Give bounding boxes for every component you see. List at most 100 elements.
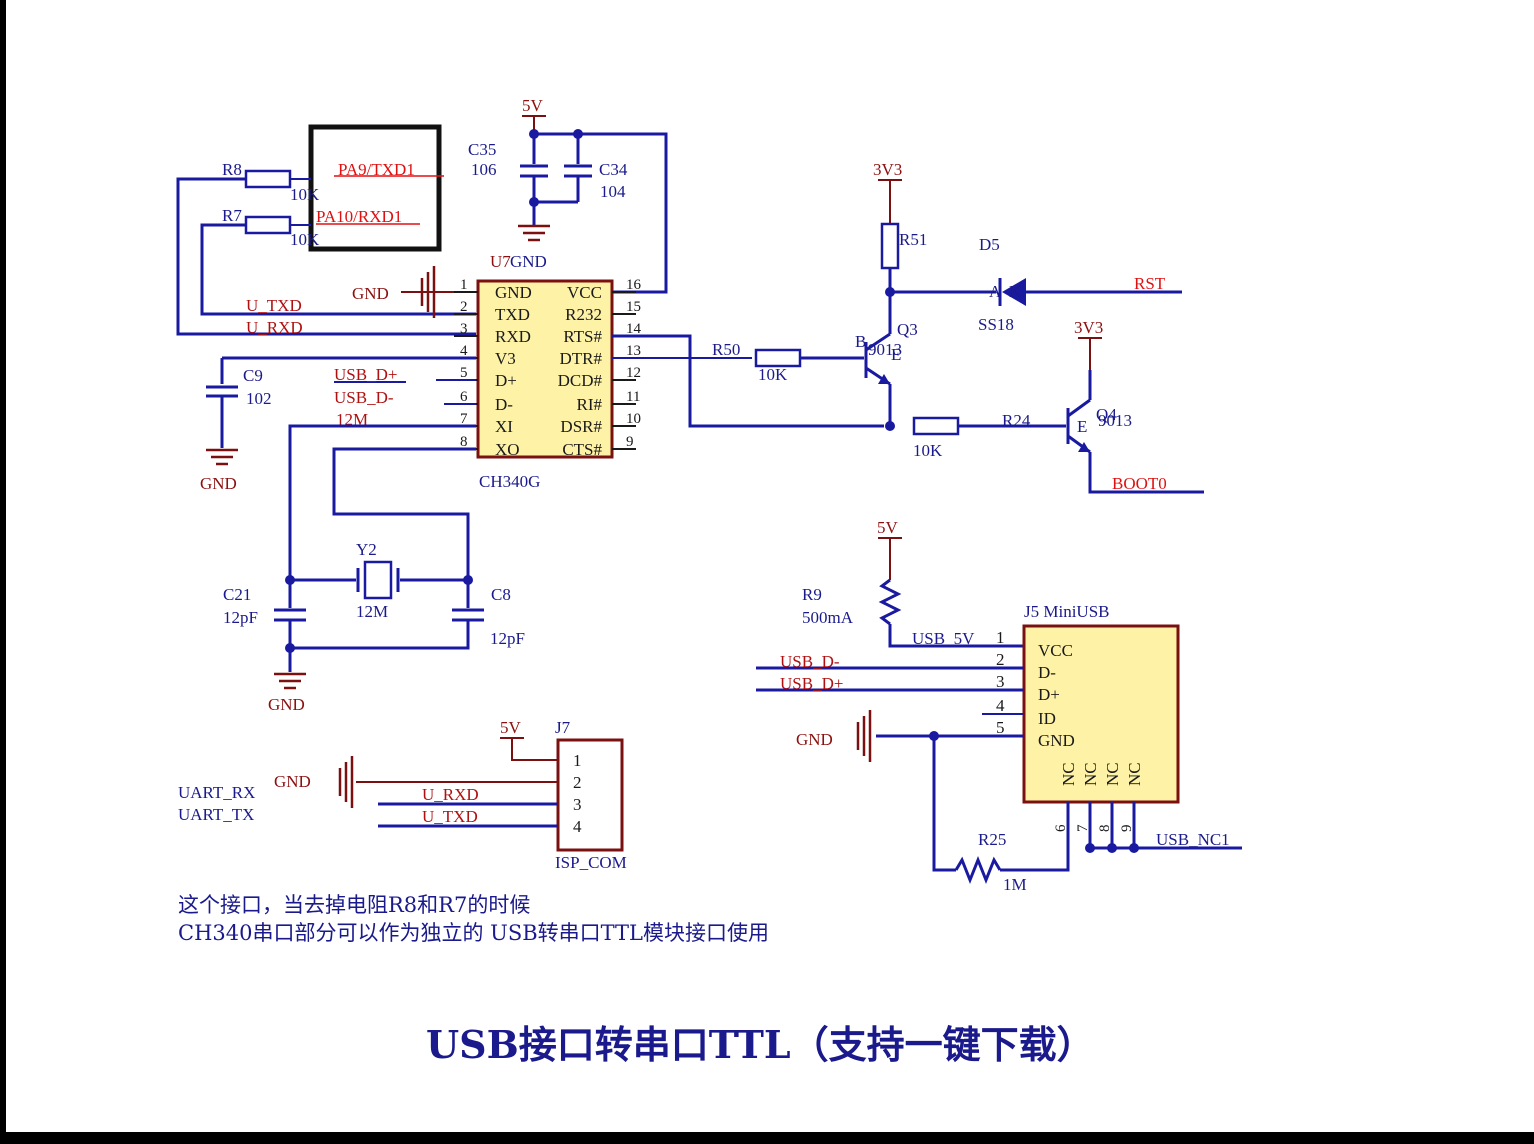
u7-ch340g-chip: [476, 279, 614, 459]
u7-pin-number: 7: [460, 411, 468, 427]
u7-pin-number: 1: [460, 277, 468, 293]
r8-ref: R8: [222, 160, 242, 179]
q3-emitter-label: E: [891, 345, 901, 364]
j5-pin-label: GND: [1038, 731, 1075, 750]
page-title: USB接口转串口TTL（支持一键下载）: [426, 1022, 1095, 1067]
r24-resistor: [912, 416, 960, 436]
u7-part: CH340G: [479, 472, 540, 491]
u7-top-gnd: GND: [510, 252, 547, 271]
u-rxd-net: U_RXD: [246, 318, 303, 337]
crystal-net: 12M: [336, 410, 368, 429]
j5-gnd-label: GND: [796, 730, 833, 749]
u7-pin-label-left: TXD: [495, 305, 530, 324]
j7-ref: J7: [555, 718, 571, 737]
r8-value: 10K: [290, 185, 320, 204]
usb-nc1-net: USB_NC1: [1156, 830, 1230, 849]
r9-resistor: [878, 578, 902, 626]
r24-ref: R24: [1002, 411, 1031, 430]
u7-pin-number: 6: [460, 389, 468, 405]
u7-pin-number: 14: [626, 321, 642, 337]
boot0-net: BOOT0: [1112, 474, 1167, 493]
u7-pin-label-right: RTS#: [563, 327, 602, 346]
r25-ref: R25: [978, 830, 1006, 849]
c34-ref: C34: [599, 160, 628, 179]
usb-5v-net: USB_5V: [912, 629, 975, 648]
j7-gnd-label: GND: [274, 772, 311, 791]
j7-pins: 1 2 3 4: [573, 751, 582, 836]
r51-3v3-label: 3V3: [873, 160, 902, 179]
j7-pin-number: 3: [573, 795, 582, 814]
j7-pin-number: 1: [573, 751, 582, 770]
r25-resistor: [954, 855, 1002, 885]
y2-crystal: [363, 560, 393, 600]
j5-nc-label: NC: [1059, 762, 1078, 786]
u7-pin-label-left: D+: [495, 371, 517, 390]
q4-part: 9013: [1098, 411, 1132, 430]
r50-value: 10K: [758, 365, 788, 384]
r50-ref: R50: [712, 340, 740, 359]
j7-name: ISP_COM: [555, 853, 627, 872]
c21-ref: C21: [223, 585, 251, 604]
j5-pin-label: D-: [1038, 663, 1056, 682]
j7-pin-number: 4: [573, 817, 582, 836]
j7-u-txd-net: U_TXD: [422, 807, 478, 826]
r7-ref: R7: [222, 206, 242, 225]
c8-ref: C8: [491, 585, 511, 604]
j5-pin-label: D+: [1038, 685, 1060, 704]
j5-pin-label: VCC: [1038, 641, 1073, 660]
c35-ref: C35: [468, 140, 496, 159]
j7-connector: [556, 738, 624, 852]
j5-usb-dm-net: USB_D-: [780, 652, 840, 671]
u7-pin-number: 5: [460, 365, 468, 381]
d5-diode: [1002, 278, 1026, 306]
j5-pin-number: 4: [996, 696, 1005, 715]
r25-value: 1M: [1003, 875, 1027, 894]
r9-ref: R9: [802, 585, 822, 604]
u-txd-net: U_TXD: [246, 296, 302, 315]
uart-tx-label: UART_TX: [178, 805, 254, 824]
u7-pin-number: 15: [626, 299, 641, 315]
note-line-1: 这个接口，当去掉电阻R8和R7的时候: [178, 893, 530, 917]
u7-pin-number: 10: [626, 411, 641, 427]
u7-pin-label-right: CTS#: [562, 440, 602, 459]
u7-usb-dp-net: USB_D+: [334, 365, 397, 384]
u7-pin-number: 9: [626, 434, 634, 450]
d5-anode-label: A: [989, 282, 1002, 301]
r9-value: 500mA: [802, 608, 854, 627]
j5-nc-label: NC: [1103, 762, 1122, 786]
y2-ref: Y2: [356, 540, 377, 559]
j5-pin-number: 8: [1097, 825, 1113, 833]
q3-base-label: B: [855, 332, 866, 351]
u7-ref: U7: [490, 252, 511, 271]
u7-pin-number: 4: [460, 343, 468, 359]
j5-pin-number: 7: [1075, 824, 1091, 832]
u7-pin-label-right: VCC: [567, 283, 602, 302]
q4-emitter-label: E: [1077, 417, 1087, 436]
c9-ref: C9: [243, 366, 263, 385]
j5-nc-label: NC: [1125, 762, 1144, 786]
j5-pin-number: 2: [996, 650, 1005, 669]
uart-rx-label: UART_RX: [178, 783, 255, 802]
q4-ref: Q4: [1096, 405, 1117, 424]
j5-pin-label: ID: [1038, 709, 1056, 728]
q4-3v3-label: 3V3: [1074, 318, 1103, 337]
r7-resistor: [244, 215, 292, 235]
u7-pin-number: 12: [626, 365, 641, 381]
rst-net: RST: [1134, 274, 1166, 293]
pa10-label: PA10/RXD1: [316, 207, 402, 226]
q3-ref: Q3: [897, 320, 918, 339]
j5-pin-number: 9: [1119, 825, 1135, 833]
u7-pin-label-left: GND: [495, 283, 532, 302]
c35-value: 106: [471, 160, 497, 179]
u7-pin-label-right: DSR#: [560, 417, 602, 436]
j7-pin-number: 2: [573, 773, 582, 792]
j7-5v-label: 5V: [500, 718, 522, 737]
r50-resistor: [754, 348, 802, 368]
j5-nc-label: NC: [1081, 762, 1100, 786]
u7-pin-number: 16: [626, 277, 642, 293]
c34-value: 104: [600, 182, 626, 201]
u7-pin-label-right: R232: [565, 305, 602, 324]
